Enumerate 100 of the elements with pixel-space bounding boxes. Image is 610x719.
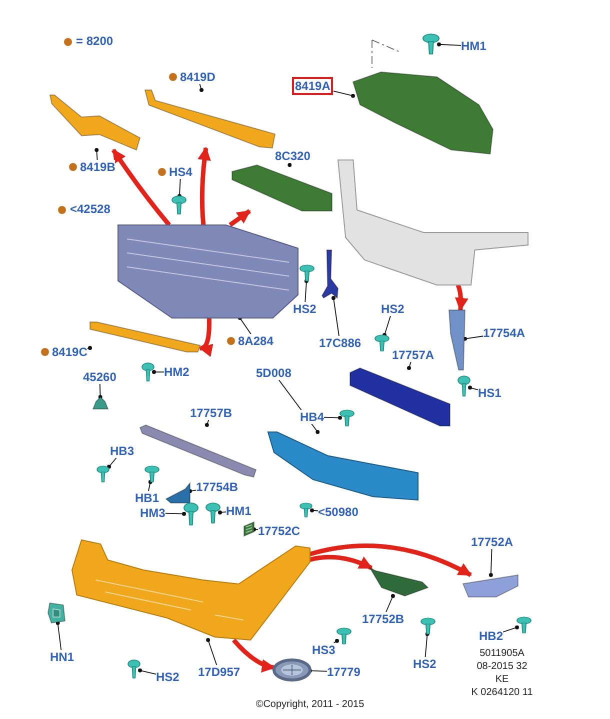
part-number: HS1 [478,386,502,400]
bracket [322,250,338,298]
part-number: 17754B [196,480,238,494]
leader-line [288,162,292,167]
part-number: HB3 [110,444,134,458]
leader-line [331,296,340,336]
leader-line [86,346,92,350]
leader-line [463,336,484,341]
bracket [370,568,428,596]
leader-line [382,316,391,337]
part-number: <50980 [318,505,358,519]
molding-strip [145,90,275,148]
leader-line [177,178,182,198]
part-number: 8419C [52,345,88,359]
part-number: HS3 [312,643,336,657]
part-number: HM3 [140,506,166,520]
leader-line [333,638,339,644]
part-number: 8A284 [238,334,274,348]
leader-line [238,316,252,334]
arrow [228,209,251,227]
part-number: HN1 [50,650,74,664]
bracket [48,603,65,623]
clip-icon [206,503,220,523]
part-number: HS2 [156,670,180,684]
bracket [449,310,465,370]
leader-line [206,638,218,666]
part-number: HB1 [135,491,160,505]
clip-icon [172,196,186,214]
note: 08-2015 32 [476,660,528,673]
bracket [166,483,190,503]
part-number: 17754A [483,326,526,340]
part-number: HS2 [413,657,436,671]
leader-line [107,458,117,469]
part-number: 17779 [327,665,360,679]
part-number: 17C886 [319,336,362,350]
part-number: = 8200 [76,35,114,48]
leader-line [218,510,226,514]
part-number: HM2 [164,365,190,379]
leader-line [56,621,62,650]
clip-icon [142,363,154,381]
clip-icon [145,466,159,482]
shield-panel [353,72,493,154]
deflector-panel [232,165,332,211]
part-number: 17752B [362,612,404,626]
leader-line [148,480,152,492]
leader-line [407,362,412,370]
leader-line [204,420,210,427]
leader-line [386,594,395,612]
clip-icon [300,265,314,281]
clip-icon [375,335,389,351]
bumper-cover [72,540,310,640]
part-number: <42528 [70,203,110,216]
arrow [454,284,468,312]
clip-icon [337,628,351,644]
molding-strip [50,95,140,150]
arrow [198,146,211,226]
part-number: 8419A [292,77,334,95]
leader-line [324,416,342,420]
absorber-beam [268,432,418,500]
note: KE [495,673,509,686]
clip-icon [458,376,470,396]
part-number: HM1 [461,39,486,53]
part-number: 17752C [258,524,300,538]
part-number: 17D957 [198,665,240,679]
clip-icon [421,618,435,634]
leader-line [424,632,430,658]
clip-icon [93,397,108,412]
note: ©Copyright, 2011 - 2015 [256,698,364,711]
part-number: HB2 [479,629,504,643]
leader-line [94,148,99,160]
arrow [232,638,276,672]
bracket [244,522,254,536]
leader-line [199,84,204,92]
arrow [310,554,373,570]
part-number: 5D008 [256,366,292,380]
housing [274,660,310,680]
leader-line [138,668,156,675]
bracket [463,575,518,597]
arrow [198,318,213,356]
clip-icon [97,466,109,482]
note: 5011905A [480,647,524,660]
clip-icon [300,503,312,517]
leader-line [468,386,478,390]
leader-line [502,625,519,632]
leader-line [310,508,318,512]
leader-line [152,370,164,374]
part-number: HB4 [300,410,324,424]
part-number: 8419D [180,70,216,84]
note: K 0264120 11 [471,686,533,699]
reinforcement-beam [350,368,450,426]
clip-icon [128,660,140,678]
part-number: 8419B [80,160,116,174]
clip-icon [517,617,531,633]
support-rod [140,425,256,477]
part-number: 17752A [471,535,514,549]
arrow [309,543,472,577]
leader-line [304,279,308,302]
molding-strip [90,322,200,352]
leader-line [332,90,355,98]
part-number: 17757A [392,348,434,362]
